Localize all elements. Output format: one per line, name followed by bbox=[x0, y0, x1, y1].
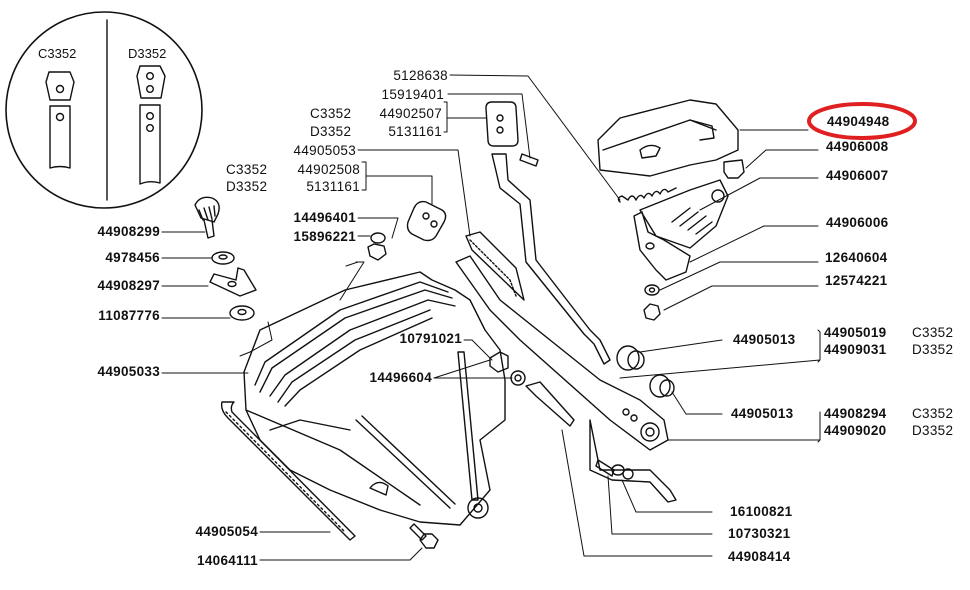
model-label-c3352: C3352 bbox=[912, 406, 954, 421]
model-label-c3352: C3352 bbox=[912, 325, 954, 340]
part-label-44908294[interactable]: 44908294 bbox=[824, 406, 887, 421]
part-label-4978456[interactable]: 4978456 bbox=[105, 250, 160, 265]
model-label-d3352: D3352 bbox=[226, 179, 268, 194]
pedal-pad-lower bbox=[406, 200, 447, 242]
part-label-5131161[interactable]: 5131161 bbox=[306, 179, 360, 194]
rod-icon bbox=[457, 351, 479, 501]
part-label-44906008[interactable]: 44906008 bbox=[826, 139, 889, 154]
part-label-11087776[interactable]: 11087776 bbox=[98, 308, 160, 323]
washer-icon bbox=[510, 370, 526, 386]
model-label-c3352: C3352 bbox=[310, 106, 352, 121]
part-label-12640604[interactable]: 12640604 bbox=[825, 250, 888, 265]
knurled-screw-icon bbox=[194, 196, 220, 239]
screw-icon bbox=[519, 153, 539, 167]
part-label-16100821[interactable]: 16100821 bbox=[730, 504, 793, 519]
part-label-14064111[interactable]: 14064111 bbox=[197, 553, 258, 568]
cover-housing bbox=[597, 99, 739, 177]
part-label-44905013[interactable]: 44905013 bbox=[731, 406, 794, 421]
part-label-15919401[interactable]: 15919401 bbox=[381, 87, 444, 102]
lever-arm-main bbox=[455, 231, 669, 451]
part-label-10730321[interactable]: 10730321 bbox=[728, 526, 791, 541]
part-label-10791021[interactable]: 10791021 bbox=[399, 331, 462, 346]
inset-d3352-label: D3352 bbox=[128, 46, 167, 61]
model-label-c3352: C3352 bbox=[226, 162, 268, 177]
c3352-plate-icon bbox=[45, 71, 75, 169]
nut-icon bbox=[643, 303, 661, 321]
mount-bracket bbox=[633, 211, 691, 281]
part-label-14496604[interactable]: 14496604 bbox=[369, 370, 432, 385]
part-label-44905019[interactable]: 44905019 bbox=[824, 325, 887, 340]
model-label-d3352: D3352 bbox=[310, 124, 352, 139]
clip-nut-icon bbox=[209, 267, 257, 297]
part-label-44908297[interactable]: 44908297 bbox=[97, 278, 160, 293]
sector-plate bbox=[639, 179, 729, 249]
highlight-ellipse bbox=[807, 102, 917, 140]
bushing-icon bbox=[616, 345, 645, 371]
part-label-44902507[interactable]: 44902507 bbox=[379, 106, 442, 121]
part-label-12574221[interactable]: 12574221 bbox=[825, 273, 888, 288]
variant-inset bbox=[5, 11, 203, 209]
stud-bolt-icon bbox=[525, 381, 575, 427]
pin-nut-icon bbox=[595, 459, 634, 480]
part-label-5131161[interactable]: 5131161 bbox=[388, 124, 442, 139]
cover-panel bbox=[243, 271, 506, 526]
washer-icon bbox=[644, 284, 660, 296]
part-label-5128638[interactable]: 5128638 bbox=[393, 68, 448, 83]
part-label-44905033[interactable]: 44905033 bbox=[97, 364, 160, 379]
lever-arm-long bbox=[491, 153, 611, 365]
washer-icon bbox=[229, 305, 255, 321]
d3352-plate-icon bbox=[136, 65, 166, 185]
part-label-44906007[interactable]: 44906007 bbox=[826, 168, 889, 183]
nut-icon bbox=[489, 351, 509, 373]
plug-icon bbox=[723, 159, 745, 179]
leader-lines bbox=[161, 74, 821, 561]
bolt-icon bbox=[409, 523, 439, 549]
part-label-44905053[interactable]: 44905053 bbox=[293, 143, 356, 158]
bracket-lower bbox=[589, 419, 677, 503]
pedal-pad-upper bbox=[485, 101, 519, 147]
edge-strip bbox=[220, 401, 356, 541]
bushing-icon bbox=[649, 374, 675, 398]
spring-icon bbox=[617, 187, 677, 203]
part-label-44909020[interactable]: 44909020 bbox=[824, 423, 887, 438]
part-label-44905013[interactable]: 44905013 bbox=[733, 332, 796, 347]
model-label-d3352: D3352 bbox=[912, 423, 954, 438]
model-label-d3352: D3352 bbox=[912, 342, 954, 357]
part-label-15896221[interactable]: 15896221 bbox=[293, 229, 356, 244]
part-label-44908299[interactable]: 44908299 bbox=[97, 224, 160, 239]
inset-c3352-label: C3352 bbox=[38, 46, 77, 61]
part-label-14496401[interactable]: 14496401 bbox=[293, 210, 356, 225]
part-label-44906006[interactable]: 44906006 bbox=[826, 215, 889, 230]
part-label-44909031[interactable]: 44909031 bbox=[824, 342, 887, 357]
part-label-44902508[interactable]: 44902508 bbox=[297, 162, 360, 177]
nut-icon bbox=[367, 232, 387, 261]
part-label-44904948-highlighted[interactable]: 44904948 bbox=[827, 114, 890, 129]
part-label-44908414[interactable]: 44908414 bbox=[728, 549, 791, 564]
washer-icon bbox=[211, 251, 235, 265]
part-label-44905054[interactable]: 44905054 bbox=[195, 524, 258, 539]
